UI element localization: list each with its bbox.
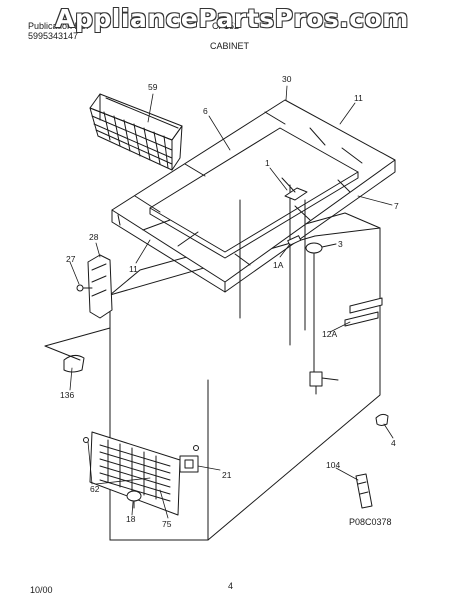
- clip-part: [281, 177, 308, 201]
- publication-number: 5995343147: [28, 31, 79, 41]
- top-frame: [111, 99, 396, 293]
- drain-tube-part: [309, 371, 339, 395]
- foot-part: [375, 413, 389, 426]
- publication-label: Publication No.: [28, 21, 89, 31]
- section-title: CABINET: [210, 41, 250, 51]
- knob-part: [126, 490, 142, 509]
- diagram-code: P08C0378: [349, 517, 392, 527]
- callout-1a: 1A: [273, 260, 284, 270]
- cabinet-body: [109, 212, 381, 541]
- callout-28: 28: [89, 232, 99, 242]
- callout-104: 104: [326, 460, 340, 470]
- bumper-part: [44, 327, 111, 373]
- callout-62: 62: [90, 484, 100, 494]
- label-strip-part: [344, 297, 383, 327]
- connector-part: [179, 455, 199, 473]
- callout-7: 7: [394, 201, 399, 211]
- callout-12a: 12A: [322, 329, 337, 339]
- callout-30: 30: [282, 74, 292, 84]
- callout-6: 6: [203, 106, 208, 116]
- callout-1: 1: [265, 158, 270, 168]
- callout-4: 4: [391, 438, 396, 448]
- cabinet-inner-lines: [239, 184, 306, 346]
- drain-plug-part: [305, 242, 337, 376]
- strip-part: [355, 473, 373, 509]
- hinge-bracket: [76, 254, 113, 319]
- callout-59: 59: [148, 82, 158, 92]
- leader-lines: [69, 85, 394, 519]
- footer-date: 10/00: [30, 585, 53, 595]
- callout-labels: 59 30 6 11 1 7 28 27 3 11 1A 12A 136 4 1…: [60, 74, 399, 529]
- grille-panel: [83, 431, 199, 516]
- callout-21: 21: [222, 470, 232, 480]
- page-number: 4: [228, 581, 234, 591]
- callout-18: 18: [126, 514, 136, 524]
- model-number: CF152: [212, 21, 240, 31]
- callout-136: 136: [60, 390, 74, 400]
- watermark-logo: AppliancePartsPros.com: [55, 4, 409, 33]
- callout-11-top: 11: [354, 93, 363, 103]
- callout-27: 27: [66, 254, 76, 264]
- callout-3: 3: [338, 239, 343, 249]
- small-clip-part: [287, 235, 302, 246]
- wire-basket: [89, 93, 183, 171]
- callout-11-left: 11: [129, 264, 138, 274]
- callout-75: 75: [162, 519, 172, 529]
